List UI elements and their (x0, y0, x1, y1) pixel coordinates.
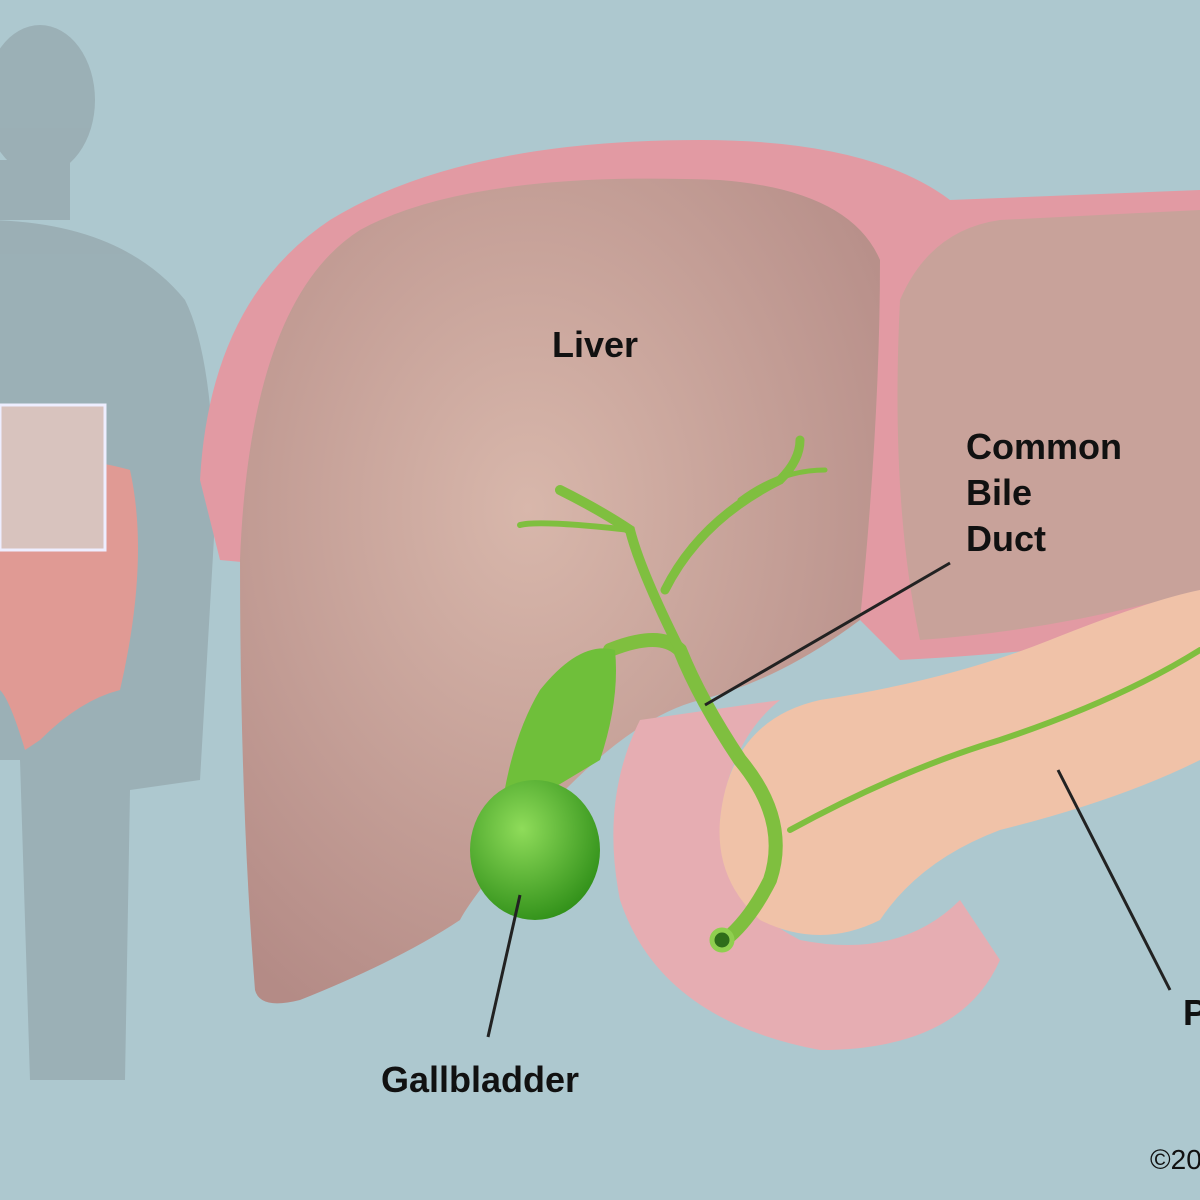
label-gallbladder: Gallbladder (381, 1059, 580, 1100)
label-common-bile-duct: Common Bile Duct (966, 424, 1122, 562)
gallbladder (470, 780, 600, 920)
intestines-inset (0, 403, 138, 750)
label-pancreas: P (1183, 992, 1200, 1033)
liver (240, 178, 880, 1004)
label-line: Common (966, 426, 1122, 467)
label-line: Bile (966, 472, 1033, 513)
liver-right-lobe (897, 210, 1200, 640)
leader-common-bile-duct (704, 561, 951, 707)
bile-ducts (517, 435, 1200, 947)
inset-box (0, 403, 107, 552)
label-line: Duct (966, 518, 1046, 559)
duodenum (613, 700, 1000, 1050)
gallbladder-neck (500, 648, 616, 820)
leader-lines (486, 561, 1172, 1038)
pancreas (719, 590, 1200, 935)
label-liver: Liver (552, 324, 639, 365)
leader-pancreas (1056, 769, 1172, 991)
duct-opening (709, 927, 735, 953)
leader-gallbladder (486, 894, 522, 1038)
copyright: ©20 (1150, 1144, 1200, 1175)
